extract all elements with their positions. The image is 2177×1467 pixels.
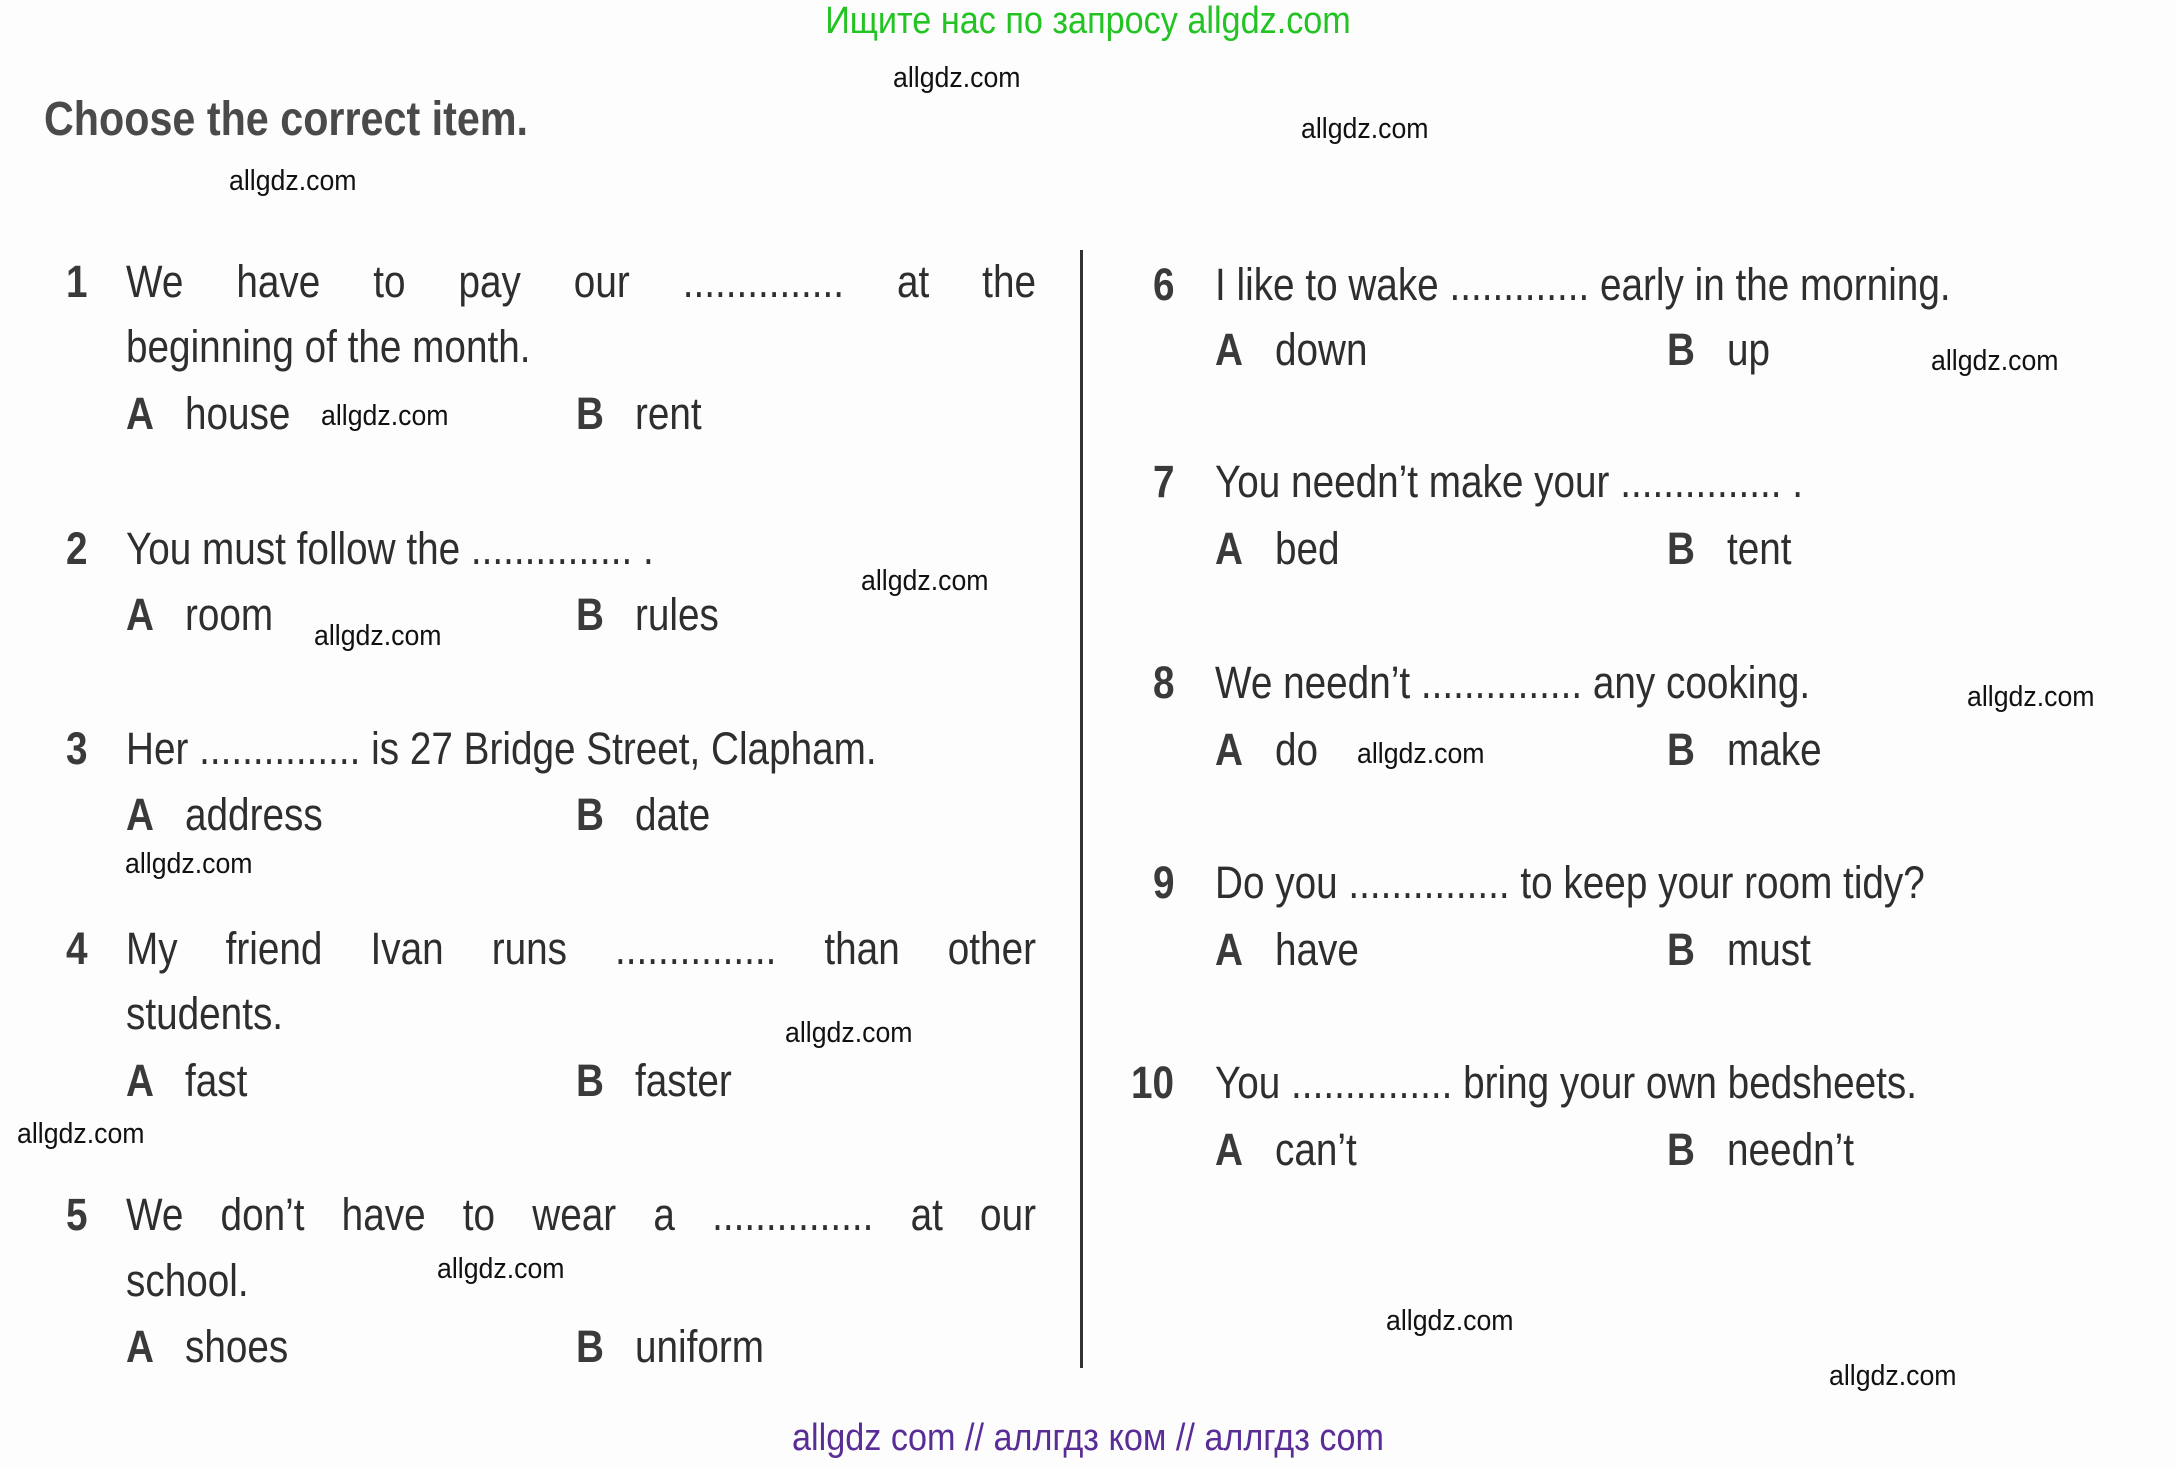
option-b-label: B	[576, 1321, 604, 1372]
question-text: We have to pay our ............... at th…	[126, 256, 1036, 307]
question-text: Do you ............... to keep your room…	[1215, 857, 1925, 908]
option-a-text[interactable]: have	[1275, 924, 1359, 975]
question-text: students.	[126, 988, 284, 1039]
watermark-text: allgdz.com	[1931, 345, 2059, 377]
option-a-text[interactable]: room	[185, 589, 274, 640]
option-b-text[interactable]: must	[1727, 924, 1811, 975]
question-text: Her ............... is 27 Bridge Street,…	[126, 723, 877, 774]
option-b-label: B	[576, 388, 604, 439]
question-text: You needn’t make your ............... .	[1215, 456, 1803, 507]
option-b-label: B	[1667, 724, 1695, 775]
option-b-text[interactable]: needn’t	[1727, 1124, 1854, 1175]
question-number: 6	[1153, 259, 1175, 310]
option-a-label: A	[1215, 324, 1243, 375]
watermark-text: allgdz.com	[321, 400, 449, 432]
option-a-text[interactable]: down	[1275, 324, 1368, 375]
option-a-text[interactable]: can’t	[1275, 1124, 1357, 1175]
question-number: 3	[66, 723, 88, 774]
question-number: 2	[66, 523, 88, 574]
option-a-text[interactable]: house	[185, 388, 291, 439]
option-a-label: A	[1215, 924, 1243, 975]
question-number: 7	[1153, 456, 1175, 507]
question-text: You must follow the ............... .	[126, 523, 654, 574]
option-a-text[interactable]: shoes	[185, 1321, 289, 1372]
option-a-label: A	[1215, 523, 1243, 574]
question-text: You ............... bring your own bedsh…	[1215, 1057, 1918, 1108]
watermark-text: allgdz.com	[1829, 1360, 1957, 1392]
option-b-text[interactable]: uniform	[635, 1321, 765, 1372]
question-number: 5	[66, 1189, 88, 1240]
watermark-text: allgdz.com	[861, 565, 989, 597]
watermark-text: allgdz.com	[437, 1253, 565, 1285]
option-b-text[interactable]: date	[635, 789, 711, 840]
watermark-text: allgdz.com	[1386, 1305, 1514, 1337]
option-a-label: A	[126, 388, 154, 439]
option-a-label: A	[126, 589, 154, 640]
question-number: 1	[66, 256, 88, 307]
option-b-label: B	[1667, 1124, 1695, 1175]
option-b-text[interactable]: tent	[1727, 523, 1792, 574]
question-text: My friend Ivan runs ............... than…	[126, 923, 1036, 974]
option-b-label: B	[576, 1055, 604, 1106]
watermark-text: allgdz.com	[314, 620, 442, 652]
option-b-text[interactable]: rent	[635, 388, 702, 439]
option-b-text[interactable]: rules	[635, 589, 719, 640]
question-text: I like to wake ............. early in th…	[1215, 259, 1951, 310]
watermark-text: allgdz.com	[785, 1017, 913, 1049]
question-text: We needn’t ............... any cooking.	[1215, 657, 1811, 708]
option-a-label: A	[126, 789, 154, 840]
top-banner[interactable]: Ищите нас по запросу allgdz.com	[825, 0, 1351, 42]
watermark-text: allgdz.com	[1967, 681, 2095, 713]
question-number: 4	[66, 923, 88, 974]
watermark-text: allgdz.com	[125, 848, 253, 880]
bottom-banner[interactable]: allgdz com // аллгдз ком // аллгдз com	[792, 1417, 1384, 1459]
option-b-label: B	[576, 789, 604, 840]
option-b-text[interactable]: faster	[635, 1055, 732, 1106]
option-a-text[interactable]: do	[1275, 724, 1319, 775]
question-number: 8	[1153, 657, 1175, 708]
watermark-text: allgdz.com	[17, 1118, 145, 1150]
question-text: We don’t have to wear a ............... …	[126, 1189, 1036, 1240]
option-b-label: B	[576, 589, 604, 640]
option-a-text[interactable]: fast	[185, 1055, 248, 1106]
question-number: 9	[1153, 857, 1175, 908]
option-b-label: B	[1667, 324, 1695, 375]
option-a-text[interactable]: bed	[1275, 523, 1340, 574]
option-a-text[interactable]: address	[185, 789, 323, 840]
option-b-text[interactable]: up	[1727, 324, 1771, 375]
question-text: school.	[126, 1255, 249, 1306]
watermark-text: allgdz.com	[229, 165, 357, 197]
option-b-label: B	[1667, 924, 1695, 975]
watermark-text: allgdz.com	[1301, 113, 1429, 145]
option-a-label: A	[126, 1321, 154, 1372]
question-number: 10	[1131, 1057, 1175, 1108]
option-a-label: A	[1215, 1124, 1243, 1175]
option-a-label: A	[126, 1055, 154, 1106]
column-divider	[1080, 250, 1083, 1368]
question-text: beginning of the month.	[126, 321, 531, 372]
exercise-title: Choose the correct item.	[44, 93, 529, 146]
watermark-text: allgdz.com	[1357, 738, 1485, 770]
option-a-label: A	[1215, 724, 1243, 775]
option-b-text[interactable]: make	[1727, 724, 1822, 775]
watermark-text: allgdz.com	[893, 62, 1021, 94]
option-b-label: B	[1667, 523, 1695, 574]
